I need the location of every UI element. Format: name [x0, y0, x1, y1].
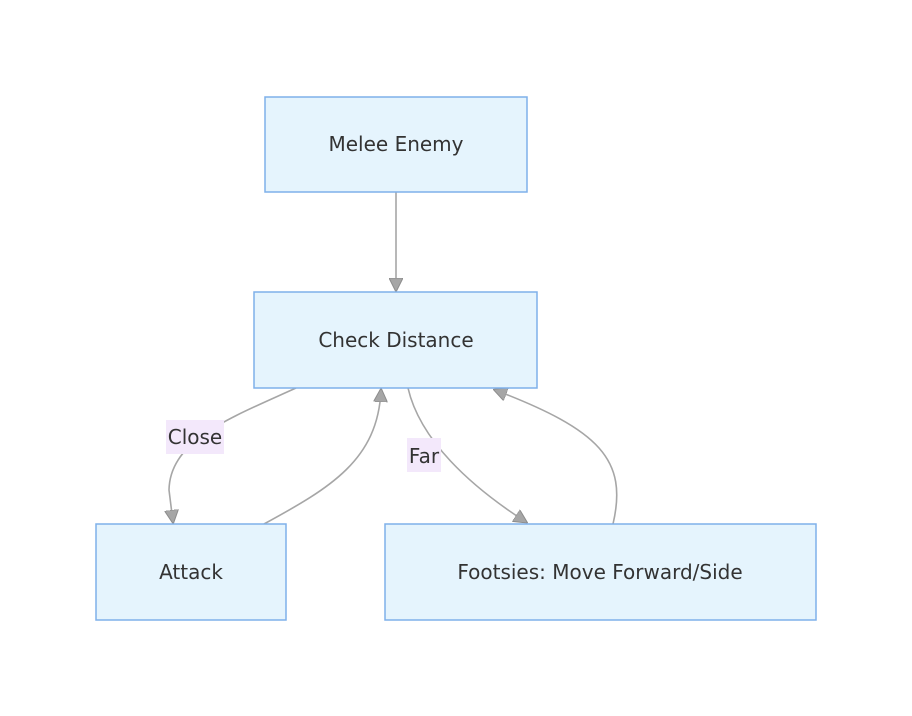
- node-melee-enemy-label: Melee Enemy: [328, 132, 463, 156]
- node-check-distance[interactable]: Check Distance: [253, 291, 538, 389]
- edge-attack-to-check: [263, 390, 381, 525]
- node-attack[interactable]: Attack: [95, 523, 287, 621]
- edge-check-to-attack-close: [169, 387, 297, 522]
- edge-label-close: Close: [166, 420, 224, 454]
- node-footsies-label: Footsies: Move Forward/Side: [457, 560, 742, 584]
- node-footsies[interactable]: Footsies: Move Forward/Side: [384, 523, 817, 621]
- edge-footsies-to-check: [495, 390, 618, 525]
- node-attack-label: Attack: [159, 560, 223, 584]
- node-check-distance-label: Check Distance: [318, 328, 473, 352]
- node-melee-enemy[interactable]: Melee Enemy: [264, 96, 528, 193]
- edge-label-close-text: Close: [168, 425, 222, 449]
- edge-label-far: Far: [407, 438, 441, 472]
- edge-check-to-footsies-far: [407, 387, 526, 522]
- edge-label-far-text: Far: [409, 444, 440, 468]
